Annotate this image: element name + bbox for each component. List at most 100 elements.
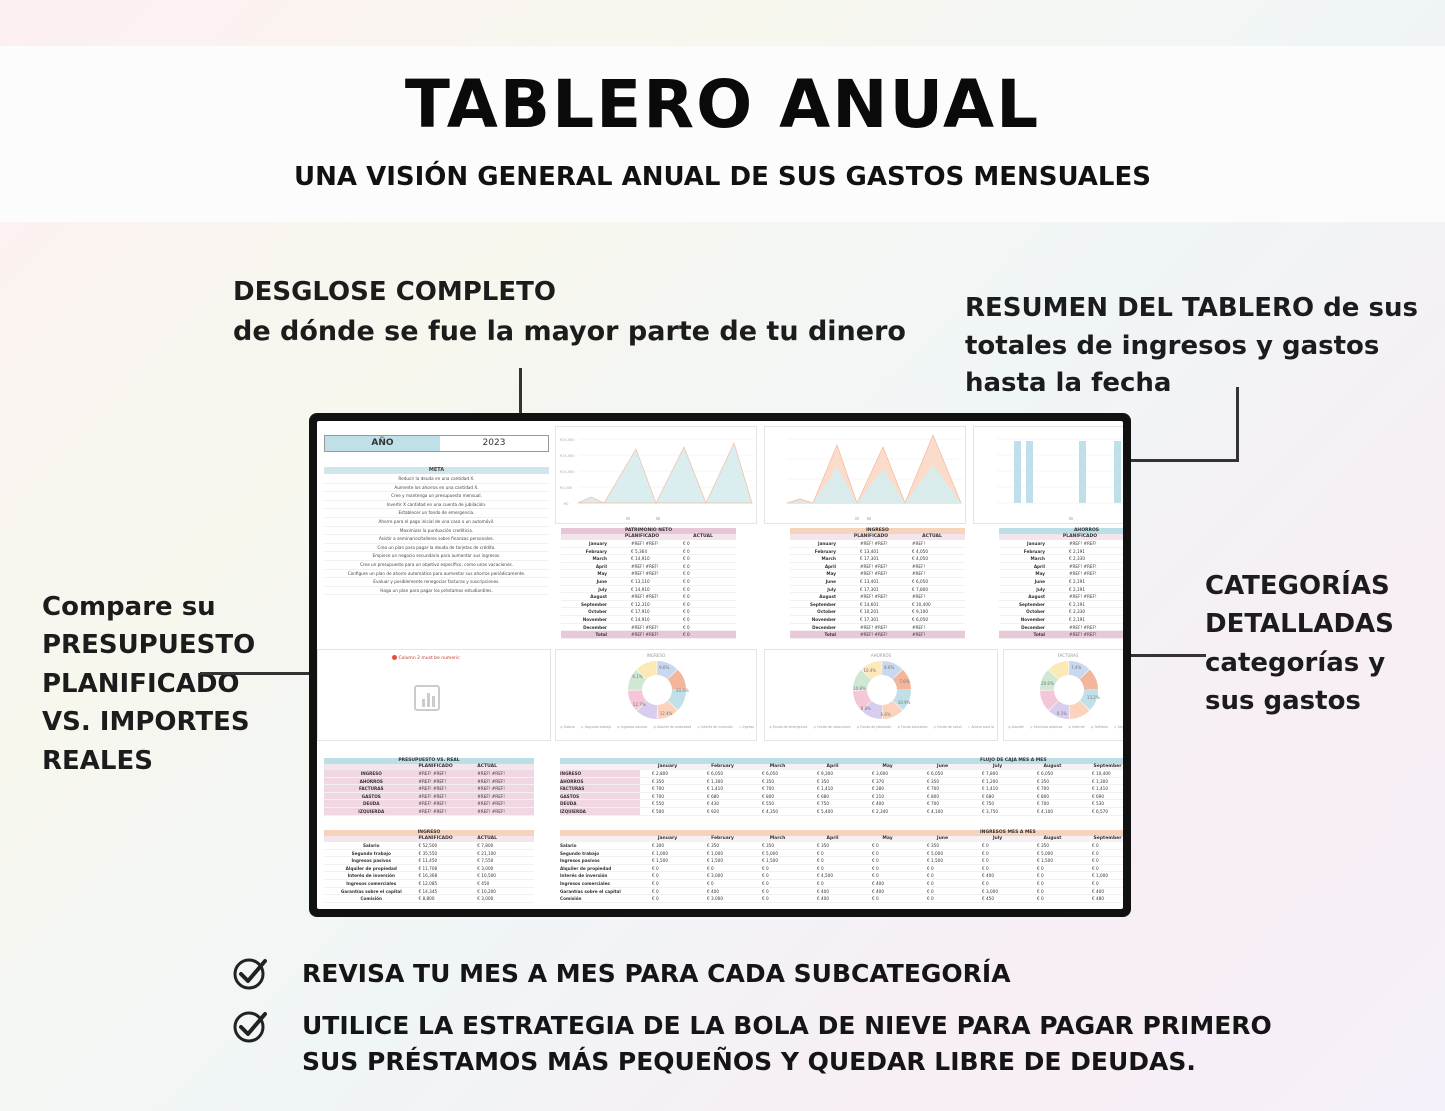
table-row: August#REF! #REF!€ 0 bbox=[561, 593, 736, 601]
month-col: January bbox=[657, 836, 678, 841]
monthly-table: AHORROSPLANIFICADOACTUALJanuary#REF! #RE… bbox=[999, 528, 1123, 639]
table-row: October€ 10,201€ 9,100 bbox=[790, 608, 965, 616]
legend-label: Fondo de vacaciones bbox=[817, 725, 851, 729]
label-cell: Salario bbox=[560, 842, 640, 849]
goal-item: Empiece un negocio secundario para aumen… bbox=[324, 552, 549, 561]
actual-cell: € 0 bbox=[683, 578, 690, 584]
donut-title: AHORROS bbox=[870, 653, 892, 658]
summary-table-title: PRESUPUESTO VS. REAL bbox=[324, 758, 534, 764]
value-cell: € 0 bbox=[872, 850, 879, 856]
callout-breakdown-heading: DESGLOSE COMPLETO bbox=[233, 277, 556, 307]
table-row: September€ 2,191 bbox=[999, 601, 1123, 609]
value-cell: € 4,500 bbox=[817, 873, 833, 879]
value-cell: € 0 bbox=[872, 858, 879, 864]
value-cell: € 800 bbox=[927, 793, 939, 799]
value-cell: € 6,050 bbox=[707, 771, 723, 776]
actual-cell bbox=[1111, 624, 1123, 631]
table-row: Comisión€ 8,800€ 3,000 bbox=[324, 895, 534, 903]
value-cell: € 0 bbox=[652, 873, 659, 879]
table-row: GASTOS€ 700€ 680€ 800€ 680€ 210€ 800€ 68… bbox=[560, 792, 1123, 801]
legend-label: Servicios públicos bbox=[1033, 725, 1063, 729]
value-cell: € 4,100 bbox=[1037, 808, 1053, 814]
svg-text:€0: €0 bbox=[564, 502, 568, 506]
value-cell: € 0 bbox=[927, 896, 934, 902]
month-cell: January bbox=[818, 541, 836, 546]
table-row: Salario€ 52,500€ 7,800 bbox=[324, 842, 534, 850]
donut-label: 10.9% bbox=[897, 700, 911, 706]
table-row: January#REF! #REF!€ 0 bbox=[561, 540, 736, 548]
actual-cell: #REF! #REF! bbox=[477, 793, 505, 799]
planned-cell: € 17,301 bbox=[860, 616, 879, 622]
donut-label: 10.8% bbox=[853, 686, 866, 692]
monthly-table-title: AHORROS bbox=[999, 528, 1123, 534]
savings-chart-svg bbox=[996, 438, 1123, 520]
value-cell: € 680 bbox=[982, 793, 994, 799]
actual-cell: € 0 bbox=[683, 556, 690, 562]
year-value[interactable]: 2023 bbox=[482, 438, 506, 448]
actual-cell bbox=[1111, 616, 1123, 623]
donut-label: 6.1% bbox=[632, 674, 643, 680]
value-cell: € 1,500 bbox=[927, 858, 943, 864]
month-col: May bbox=[882, 764, 893, 769]
legend-item: ●Fondo educativo bbox=[897, 725, 927, 729]
donut-label: 12.4% bbox=[659, 710, 673, 716]
table-row: July€ 14,910€ 0 bbox=[561, 586, 736, 594]
actual-cell: € 0 bbox=[683, 601, 690, 607]
donut-label: 6.1% bbox=[1056, 710, 1068, 716]
planned-cell: #REF! #REF! bbox=[860, 594, 888, 600]
value-cell: € 0 bbox=[872, 896, 879, 902]
actual-cell bbox=[1111, 570, 1123, 577]
value-cell: € 400 bbox=[872, 801, 884, 807]
planned-cell: € 14,601 bbox=[860, 601, 879, 607]
actual-cell bbox=[1111, 608, 1123, 615]
chart-placeholder-icon bbox=[414, 685, 440, 711]
value-cell: € 400 bbox=[1092, 888, 1104, 894]
value-cell: € 350 bbox=[927, 778, 939, 784]
svg-text:€5,000: €5,000 bbox=[560, 486, 572, 490]
month-cell: July bbox=[1036, 586, 1045, 592]
label-cell: GASTOS bbox=[560, 792, 640, 800]
planned-cell: #REF! #REF! bbox=[860, 541, 888, 546]
year-selector[interactable]: AÑO 2023 bbox=[324, 435, 549, 452]
value-cell: € 3,600 bbox=[872, 771, 888, 776]
year-label: AÑO bbox=[325, 436, 440, 451]
month-col: August bbox=[1043, 836, 1062, 841]
month-cell: August bbox=[1028, 594, 1045, 600]
value-cell: € 550 bbox=[652, 801, 664, 807]
donut-label: 13.2% bbox=[1086, 695, 1100, 701]
planned-cell: € 14,910 bbox=[631, 586, 650, 592]
monthly-flow-title: INGRESOS MES A MES bbox=[560, 830, 1123, 836]
table-row: July€ 17,301€ 7,800 bbox=[790, 586, 965, 594]
table-row: September€ 14,601€ 10,400 bbox=[790, 601, 965, 609]
value-cell: € 350 bbox=[817, 778, 829, 784]
value-cell: € 0 bbox=[872, 865, 879, 871]
table-row: April#REF! #REF!€ 0 bbox=[561, 563, 736, 571]
value-cell: € 0 bbox=[762, 880, 769, 886]
donut-legend: ●Salario●Segundo trabajo●Ingresos pasivo… bbox=[560, 724, 754, 738]
planned-cell: € 17,301 bbox=[860, 556, 879, 562]
actual-cell: € 0 bbox=[683, 571, 690, 577]
label-cell: INGRESO bbox=[360, 771, 382, 776]
value-cell: € 700 bbox=[762, 786, 774, 792]
table-row: June€ 2,191 bbox=[999, 578, 1123, 586]
value-cell: € 1,410 bbox=[707, 786, 723, 792]
legend-item: ●Seguro bbox=[1114, 725, 1123, 729]
value-cell: € 0 bbox=[982, 880, 989, 886]
value-cell: € 3,000 bbox=[982, 888, 998, 894]
donut-label: 12.7% bbox=[632, 702, 646, 708]
donut-slice bbox=[628, 661, 686, 719]
legend-label: Fondo de salud bbox=[937, 725, 962, 729]
month-cell: June bbox=[596, 578, 607, 584]
svg-text:€10,000: €10,000 bbox=[560, 470, 574, 474]
donut-slice bbox=[853, 661, 911, 719]
month-cell: December bbox=[1021, 624, 1045, 630]
goal-item: Reducir la deuda en una cantidad X. bbox=[324, 475, 549, 484]
value-cell: € 3,750 bbox=[982, 808, 998, 814]
value-cell: € 700 bbox=[1037, 786, 1049, 792]
value-cell: € 350 bbox=[927, 843, 939, 848]
table-row: October€ 17,910€ 0 bbox=[561, 608, 736, 616]
value-cell: € 1,500 bbox=[762, 858, 778, 864]
arrow-summary-horizontal bbox=[1092, 459, 1239, 462]
planned-cell: € 2,191 bbox=[1069, 601, 1085, 607]
